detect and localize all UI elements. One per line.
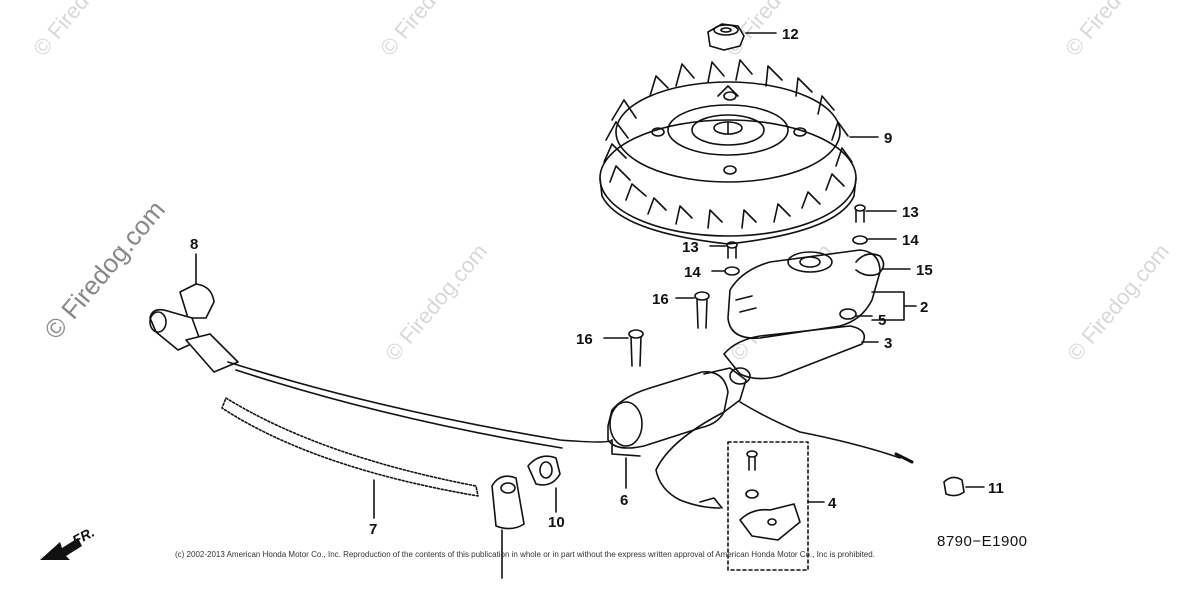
gasket-3 [723, 325, 866, 380]
ground-wire [739, 401, 901, 459]
copyright-notice: (c) 2002-2013 American Honda Motor Co., … [175, 550, 875, 559]
callout-14-upper: 14 [902, 232, 919, 249]
washer-14-upper [852, 235, 868, 245]
callout-3: 3 [884, 335, 892, 352]
ignition-coil [607, 367, 751, 457]
protector-tube [221, 397, 479, 497]
callout-5: 5 [878, 312, 886, 329]
callout-16-lower: 16 [576, 331, 593, 348]
callout-13-upper: 13 [902, 204, 919, 221]
bolt-13-lower [726, 241, 738, 259]
nut-11 [943, 476, 965, 497]
callout-6: 6 [620, 492, 628, 509]
callout-8: 8 [190, 236, 198, 253]
ignition-cover [727, 249, 881, 339]
washer-14-lower [724, 266, 740, 276]
stop-switch [739, 450, 801, 541]
cable-clamp [527, 455, 561, 486]
callout-4: 4 [828, 495, 837, 512]
callout-12: 12 [782, 26, 799, 43]
front-arrow-icon [40, 538, 82, 560]
stop-switch-box [727, 441, 809, 571]
callout-9: 9 [884, 130, 892, 147]
clip-15 [855, 253, 885, 277]
callout-10: 10 [548, 514, 565, 531]
callout-7: 7 [369, 521, 377, 538]
bolt-16-upper [694, 291, 710, 329]
drawing-code: 8790−E1900 [937, 533, 1028, 550]
boot-protector [491, 475, 525, 530]
callout-14-lower: 14 [684, 264, 701, 281]
spark-plug-cap [149, 283, 239, 373]
high-tension-cable [227, 361, 613, 443]
flywheel-nut [707, 23, 745, 51]
bolt-13-upper [854, 204, 866, 223]
bolt-16-lower [628, 329, 644, 367]
callout-13-lower: 13 [682, 239, 699, 256]
callout-11: 11 [988, 480, 1004, 497]
callout-16-upper: 16 [652, 291, 669, 308]
grommet-5 [839, 308, 857, 320]
callout-15: 15 [916, 262, 933, 279]
flywheel [599, 59, 857, 245]
callout-2: 2 [920, 299, 928, 316]
